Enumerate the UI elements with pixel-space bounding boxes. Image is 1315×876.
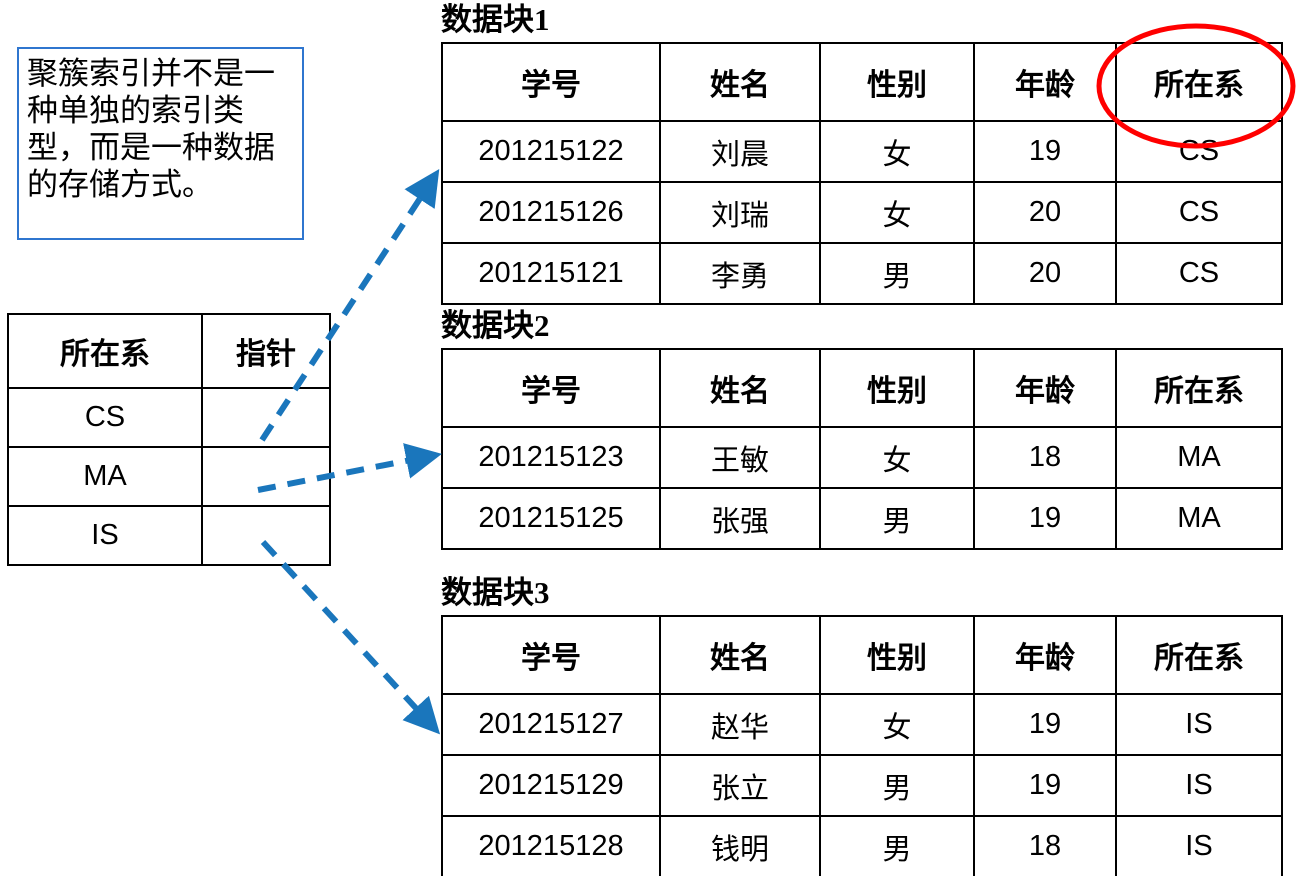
cell-name: 王敏 [659,426,821,489]
block-title-1: 数据块1 [441,2,550,37]
header-student-id: 学号 [441,615,661,695]
cell-department: MA [1115,487,1283,550]
cell-department: MA [1115,426,1283,489]
index-header-dept: 所在系 [7,313,203,389]
cell-age: 18 [973,426,1117,489]
cell-age: 20 [973,242,1117,305]
block-title-3: 数据块3 [441,575,550,610]
cell-gender: 男 [819,487,975,550]
cell-name: 张立 [659,754,821,817]
cell-name: 张强 [659,487,821,550]
header-department: 所在系 [1115,42,1283,122]
cell-student-id: 201215126 [441,181,661,244]
header-gender: 性别 [819,615,975,695]
cell-student-id: 201215128 [441,815,661,876]
header-department: 所在系 [1115,615,1283,695]
cell-age: 19 [973,754,1117,817]
table-header-row: 学号 姓名 性别 年龄 所在系 [441,348,1283,428]
cell-department: CS [1115,120,1283,183]
header-age: 年龄 [973,615,1117,695]
data-block-table-1: 学号 姓名 性别 年龄 所在系 201215122 刘晨 女 19 CS 201… [441,42,1283,305]
cell-age: 19 [973,693,1117,756]
header-gender: 性别 [819,42,975,122]
cell-gender: 女 [819,693,975,756]
table-row: 201215122 刘晨 女 19 CS [441,120,1283,183]
index-header-pointer: 指针 [201,313,331,389]
header-gender: 性别 [819,348,975,428]
table-header-row: 学号 姓名 性别 年龄 所在系 [441,615,1283,695]
cell-age: 20 [973,181,1117,244]
table-row: 201215121 李勇 男 20 CS [441,242,1283,305]
cell-name: 刘晨 [659,120,821,183]
table-header-row: 学号 姓名 性别 年龄 所在系 [441,42,1283,122]
header-name: 姓名 [659,348,821,428]
header-student-id: 学号 [441,42,661,122]
cell-age: 19 [973,120,1117,183]
table-row: 201215129 张立 男 19 IS [441,754,1283,817]
index-cell-dept-cs: CS [7,387,203,448]
pointer-arrow-is [260,539,441,735]
table-row: 201215125 张强 男 19 MA [441,487,1283,550]
cell-name: 赵华 [659,693,821,756]
cell-gender: 女 [819,426,975,489]
header-age: 年龄 [973,348,1117,428]
cell-age: 18 [973,815,1117,876]
cell-student-id: 201215127 [441,693,661,756]
cell-department: IS [1115,754,1283,817]
cell-gender: 男 [819,242,975,305]
index-cell-dept-is: IS [7,505,203,566]
header-department: 所在系 [1115,348,1283,428]
cell-department: IS [1115,815,1283,876]
cell-gender: 男 [819,815,975,876]
table-header-row: 所在系 指针 [7,313,331,389]
note-text: 聚簇索引并不是一种单独的索引类型，而是一种数据的存储方式。 [27,56,275,202]
cell-department: IS [1115,693,1283,756]
cell-department: CS [1115,181,1283,244]
table-row: 201215123 王敏 女 18 MA [441,426,1283,489]
cell-student-id: 201215129 [441,754,661,817]
header-age: 年龄 [973,42,1117,122]
cell-name: 钱明 [659,815,821,876]
cell-student-id: 201215123 [441,426,661,489]
table-row: 201215127 赵华 女 19 IS [441,693,1283,756]
cell-gender: 男 [819,754,975,817]
table-row: CS [7,387,331,448]
table-row: IS [7,505,331,566]
table-row: 201215126 刘瑞 女 20 CS [441,181,1283,244]
header-student-id: 学号 [441,348,661,428]
index-cell-dept-ma: MA [7,446,203,507]
cell-name: 李勇 [659,242,821,305]
data-block-table-3: 学号 姓名 性别 年龄 所在系 201215127 赵华 女 19 IS 201… [441,615,1283,876]
index-cell-pointer-is [201,505,331,566]
table-row: 201215128 钱明 男 18 IS [441,815,1283,876]
header-name: 姓名 [659,615,821,695]
cell-student-id: 201215125 [441,487,661,550]
cell-age: 19 [973,487,1117,550]
header-name: 姓名 [659,42,821,122]
table-row: MA [7,446,331,507]
cell-gender: 女 [819,181,975,244]
cell-name: 刘瑞 [659,181,821,244]
clustered-index-table: 所在系 指针 CS MA IS [7,313,331,566]
note-callout-box: 聚簇索引并不是一种单独的索引类型，而是一种数据的存储方式。 [17,47,304,240]
index-cell-pointer-ma [201,446,331,507]
data-block-table-2: 学号 姓名 性别 年龄 所在系 201215123 王敏 女 18 MA 201… [441,348,1283,550]
block-title-2: 数据块2 [441,308,550,343]
index-cell-pointer-cs [201,387,331,448]
cell-department: CS [1115,242,1283,305]
cell-gender: 女 [819,120,975,183]
cell-student-id: 201215121 [441,242,661,305]
cell-student-id: 201215122 [441,120,661,183]
